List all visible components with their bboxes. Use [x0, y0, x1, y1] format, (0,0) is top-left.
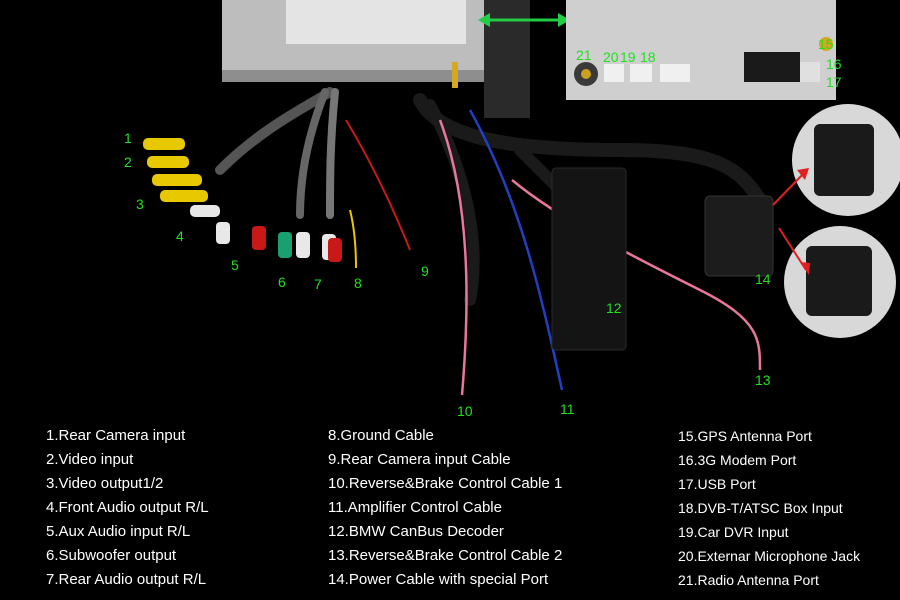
legend-column-2: 8.Ground Cable 9.Rear Camera input Cable… [328, 424, 562, 592]
callout-17: 17 [826, 74, 842, 90]
legend-item-17: 17.USB Port [678, 476, 756, 492]
callout-10: 10 [457, 403, 473, 419]
callout-3: 3 [136, 196, 144, 212]
legend-item-9: 9.Rear Camera input Cable [328, 451, 511, 468]
callout-5: 5 [231, 257, 239, 273]
legend-item-10: 10.Reverse&Brake Control Cable 1 [328, 475, 563, 492]
callout-20: 20 [603, 49, 619, 65]
callout-8: 8 [354, 275, 362, 291]
legend-item-5: 5.Aux Audio input R/L [46, 523, 191, 540]
callout-9: 9 [421, 263, 429, 279]
callout-labels: 1 2 3 4 5 6 7 8 9 10 11 12 13 14 15 16 1… [124, 36, 842, 419]
legend-item-7: 7.Rear Audio output R/L [46, 571, 207, 588]
canbus-decoder-box [551, 167, 627, 351]
callout-6: 6 [278, 274, 286, 290]
legend-item-16: 16.3G Modem Port [678, 452, 797, 468]
rca-connectors [143, 138, 342, 262]
legend-item-11: 11.Amplifier Control Cable [328, 499, 502, 516]
legend-column-3: 15.GPS Antenna Port 16.3G Modem Port 17.… [678, 424, 860, 592]
legend-item-4: 4.Front Audio output R/L [46, 499, 209, 516]
legend-item-2: 2.Video input [46, 451, 134, 468]
legend-item-3: 3.Video output1/2 [46, 475, 164, 492]
legend-item-8: 8.Ground Cable [328, 427, 434, 444]
green-double-arrow [478, 13, 570, 27]
legend-item-1: 1.Rear Camera input [46, 427, 186, 444]
callout-18: 18 [640, 49, 656, 65]
callout-4: 4 [176, 228, 184, 244]
callout-11: 11 [560, 401, 575, 417]
legend-item-14: 14.Power Cable with special Port [328, 571, 549, 588]
callout-7: 7 [314, 276, 322, 292]
callout-14: 14 [755, 271, 771, 287]
legend-item-21: 21.Radio Antenna Port [678, 572, 819, 588]
callout-15: 15 [818, 36, 834, 52]
callout-13: 13 [755, 372, 771, 388]
callout-19: 19 [620, 49, 636, 65]
callout-12: 12 [606, 300, 622, 316]
head-unit-rear [222, 0, 530, 118]
legend-item-6: 6.Subwoofer output [46, 547, 177, 564]
legend-item-15: 15.GPS Antenna Port [678, 428, 812, 444]
callout-21: 21 [576, 47, 592, 63]
legend-item-20: 20.Externar Microphone Jack [678, 548, 861, 564]
callout-16: 16 [826, 56, 842, 72]
wiring-diagram: 1 2 3 4 5 6 7 8 9 10 11 12 13 14 15 16 1… [124, 0, 900, 419]
callout-2: 2 [124, 154, 132, 170]
legend-column-1: 1.Rear Camera input 2.Video input 3.Vide… [46, 424, 209, 592]
legend-item-12: 12.BMW CanBus Decoder [328, 523, 504, 540]
main-harness [215, 87, 767, 306]
legend-item-19: 19.Car DVR Input [678, 524, 789, 540]
legend-item-13: 13.Reverse&Brake Control Cable 2 [328, 547, 563, 564]
legend-item-18: 18.DVB-T/ATSC Box Input [678, 500, 843, 516]
power-connector [704, 104, 900, 338]
rear-panel-closeup [566, 0, 836, 100]
callout-1: 1 [124, 130, 132, 146]
